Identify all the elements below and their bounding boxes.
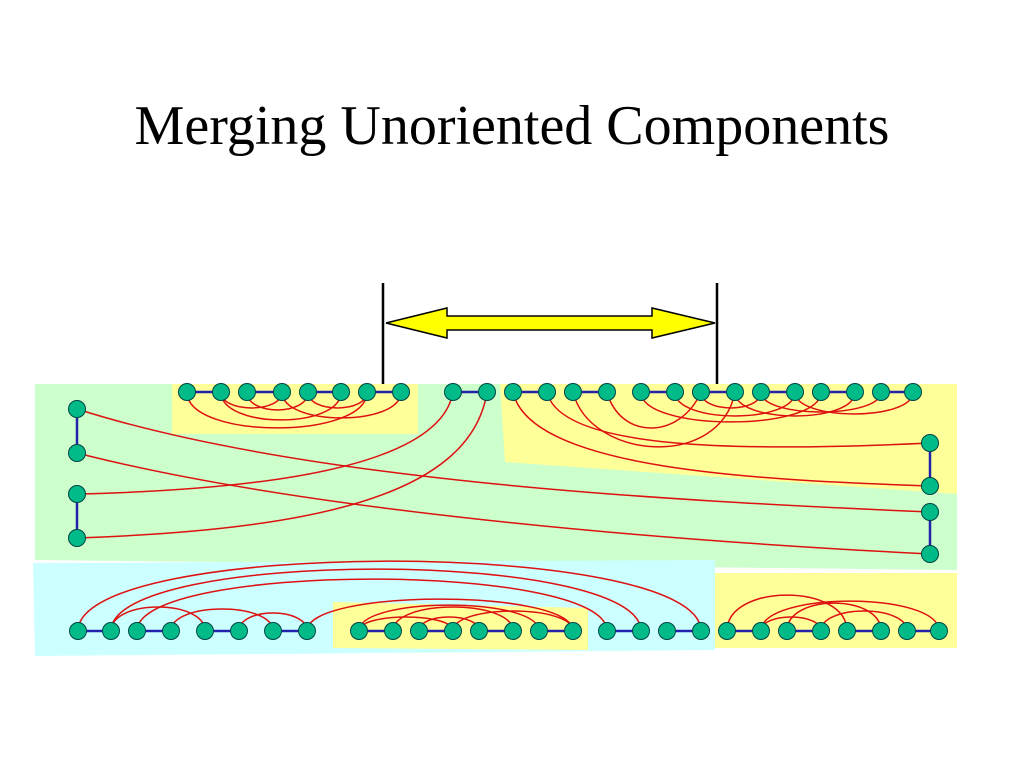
vertex-node	[504, 383, 522, 401]
vertex-node	[872, 622, 890, 640]
vertex-node	[68, 444, 86, 462]
gray-arc	[170, 608, 274, 632]
vertex-node	[692, 622, 710, 640]
gray-arc	[452, 610, 574, 632]
vertex-node	[478, 383, 496, 401]
vertex-node	[299, 383, 317, 401]
vertex-node	[752, 622, 770, 640]
vertex-node	[238, 383, 256, 401]
vertex-node	[846, 383, 864, 401]
vertex-node	[921, 503, 939, 521]
double-arrow-icon	[385, 307, 716, 339]
vertex-node	[332, 383, 350, 401]
vertex-node	[564, 622, 582, 640]
gray-arc	[110, 606, 206, 632]
vertex-node	[68, 529, 86, 547]
vertex-node	[69, 622, 87, 640]
vertex-node	[384, 622, 402, 640]
gray-arc	[760, 600, 940, 632]
vertex-node	[666, 383, 684, 401]
gray-arc	[392, 606, 514, 632]
vertex-node	[68, 400, 86, 418]
gray-arc	[546, 391, 931, 448]
gray-arc	[136, 578, 608, 632]
vertex-node	[264, 622, 282, 640]
vertex-node	[921, 434, 939, 452]
vertex-node	[444, 383, 462, 401]
vertex-node	[530, 622, 548, 640]
gray-arc	[786, 602, 882, 632]
vertex-node	[786, 383, 804, 401]
vertex-node	[212, 383, 230, 401]
vertex-node	[178, 383, 196, 401]
vertex-node	[812, 383, 830, 401]
yellow-region	[715, 573, 957, 648]
vertex-node	[444, 622, 462, 640]
vertex-node	[598, 622, 616, 640]
vertex-node	[230, 622, 248, 640]
vertex-node	[752, 383, 770, 401]
vertex-node	[872, 383, 890, 401]
gray-arc	[220, 391, 342, 421]
vertex-node	[564, 383, 582, 401]
vertex-node	[778, 622, 796, 640]
vertex-node	[632, 622, 650, 640]
vertex-node	[921, 477, 939, 495]
vertex-node	[726, 383, 744, 401]
vertex-node	[392, 383, 410, 401]
gray-arc	[76, 391, 454, 495]
gray-arc	[76, 391, 488, 539]
gray-arc	[572, 391, 736, 448]
gray-arc	[794, 391, 914, 415]
vertices	[68, 383, 948, 640]
vertex-node	[504, 622, 522, 640]
vertex-node	[470, 622, 488, 640]
yellow-region	[333, 602, 588, 650]
vertex-node	[718, 622, 736, 640]
gray-arc	[606, 391, 702, 429]
gray-arc	[76, 408, 931, 513]
vertex-node	[68, 485, 86, 503]
vertex-node	[350, 622, 368, 640]
merge-range-indicator	[381, 283, 719, 384]
component-regions	[33, 384, 957, 656]
gray-arc	[110, 568, 642, 632]
vertex-node	[196, 622, 214, 640]
vertex-node	[898, 622, 916, 640]
gray-arc	[674, 391, 796, 417]
vertex-node	[358, 383, 376, 401]
gray-arc	[760, 391, 882, 413]
vertex-node	[921, 545, 939, 563]
vertex-node	[692, 383, 710, 401]
vertex-node	[632, 383, 650, 401]
vertex-node	[128, 622, 146, 640]
vertex-node	[162, 622, 180, 640]
vertex-node	[812, 622, 830, 640]
vertex-node	[102, 622, 120, 640]
gray-arc	[186, 391, 368, 429]
gray-arc	[358, 604, 540, 632]
gray-arc	[76, 452, 931, 555]
gray-arcs	[76, 391, 940, 632]
vertex-node	[838, 622, 856, 640]
gray-arc	[726, 594, 848, 632]
gray-arc	[640, 391, 822, 423]
vertex-node	[904, 383, 922, 401]
vertex-node	[410, 622, 428, 640]
slide-title: Merging Unoriented Components	[134, 95, 890, 157]
gray-arc	[281, 391, 402, 419]
gray-arc	[734, 391, 856, 417]
vertex-node	[658, 622, 676, 640]
vertex-node	[930, 622, 948, 640]
vertex-node	[298, 622, 316, 640]
gray-arc	[512, 391, 931, 487]
vertex-node	[598, 383, 616, 401]
vertex-node	[273, 383, 291, 401]
vertex-node	[538, 383, 556, 401]
gray-arc	[306, 598, 574, 632]
gray-arc	[77, 560, 702, 632]
